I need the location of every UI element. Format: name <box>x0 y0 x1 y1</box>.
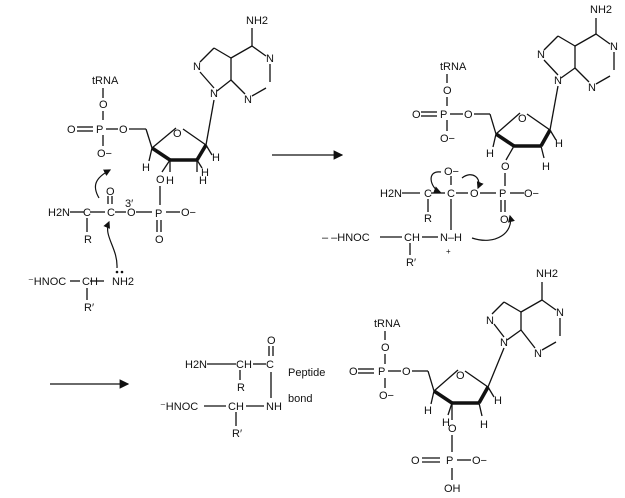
o-minus: O− <box>97 148 112 160</box>
svg-text:Peptide: Peptide <box>288 367 325 379</box>
svg-text:3′: 3′ <box>125 198 133 210</box>
svg-text:P: P <box>446 455 453 467</box>
svg-text:N: N <box>193 61 201 73</box>
svg-text:R′: R′ <box>84 302 94 314</box>
p-atom: P <box>96 124 103 136</box>
svg-text:NH2: NH2 <box>536 268 558 280</box>
panel-intermediate: tRNA O P O O O− O H H H N N <box>322 4 618 269</box>
panel-reactants: tRNA O P O O O− O H H H H H <box>28 15 274 314</box>
svg-text:H: H <box>480 419 488 431</box>
svg-text:O−: O− <box>181 207 196 219</box>
svg-text:O−: O− <box>444 166 459 178</box>
svg-text:R: R <box>424 213 432 225</box>
svg-text:⁻HNOC: ⁻HNOC <box>160 401 198 413</box>
svg-text:O−: O− <box>379 390 394 402</box>
svg-text:P: P <box>378 366 385 378</box>
svg-text:NH2: NH2 <box>246 15 268 27</box>
svg-text:O−: O− <box>524 188 539 200</box>
svg-text:O: O <box>106 186 115 198</box>
svg-text:R′: R′ <box>406 257 416 269</box>
svg-text:tRNA: tRNA <box>440 61 467 73</box>
svg-text:N–H: N–H <box>440 232 462 244</box>
svg-text:CH: CH <box>404 232 420 244</box>
svg-text:O: O <box>381 342 390 354</box>
o-atom: O <box>67 124 76 136</box>
svg-text:H: H <box>212 152 220 164</box>
svg-text:H2N: H2N <box>48 207 70 219</box>
svg-text:C: C <box>83 207 91 219</box>
svg-text:H2N: H2N <box>185 359 207 371</box>
trna-label: tRNA <box>92 75 119 87</box>
svg-text:C: C <box>266 359 274 371</box>
svg-text:O: O <box>267 335 276 347</box>
svg-text:R′: R′ <box>232 428 242 440</box>
svg-text:CH: CH <box>236 359 252 371</box>
svg-text:C: C <box>447 188 455 200</box>
o-atom: O <box>99 99 108 111</box>
svg-text:N: N <box>244 94 252 106</box>
svg-text:P: P <box>440 109 447 121</box>
svg-text:N: N <box>610 41 618 53</box>
o-atom: O <box>119 124 128 136</box>
svg-text:O: O <box>464 109 473 121</box>
svg-text:O: O <box>402 366 411 378</box>
svg-text:H: H <box>142 162 150 174</box>
svg-text:O: O <box>349 366 358 378</box>
svg-text:O: O <box>411 455 420 467</box>
svg-text:⁻HNOC: ⁻HNOC <box>28 276 66 288</box>
svg-text:R: R <box>237 382 245 394</box>
svg-text:OH: OH <box>444 483 461 495</box>
panel-products: H2N CH C O R NH CH ⁻HNOC R′ Peptide bond… <box>160 268 564 495</box>
svg-text:N: N <box>266 53 274 65</box>
svg-text:C: C <box>424 188 432 200</box>
svg-text:CH: CH <box>228 401 244 413</box>
svg-text:N: N <box>210 88 218 100</box>
svg-text:C: C <box>107 207 115 219</box>
svg-text:O: O <box>155 234 164 246</box>
svg-text:H2N: H2N <box>380 188 402 200</box>
svg-text:tRNA: tRNA <box>374 318 401 330</box>
svg-text:H: H <box>486 148 494 160</box>
svg-text:H: H <box>442 417 450 429</box>
svg-text:O: O <box>456 370 465 382</box>
svg-text:N: N <box>537 49 545 61</box>
svg-text:H: H <box>424 405 432 417</box>
svg-text:bond: bond <box>288 393 312 405</box>
svg-text:N: N <box>500 337 508 349</box>
svg-text:O: O <box>501 161 510 173</box>
svg-text:+: + <box>446 247 451 256</box>
svg-text:O: O <box>448 423 457 435</box>
svg-text:N: N <box>534 348 542 360</box>
svg-text:H: H <box>555 138 563 150</box>
svg-text:NH2: NH2 <box>112 276 134 288</box>
svg-text:O: O <box>127 207 136 219</box>
svg-text:N: N <box>556 307 564 319</box>
svg-text:O: O <box>470 188 479 200</box>
svg-text:P: P <box>155 208 162 220</box>
svg-text:O: O <box>500 214 509 226</box>
svg-text:P: P <box>499 188 506 200</box>
ring-o: O <box>173 128 182 140</box>
svg-text:O: O <box>443 85 452 97</box>
svg-text:N: N <box>554 75 562 87</box>
svg-text:H: H <box>201 167 209 179</box>
svg-text:O: O <box>156 174 165 186</box>
svg-text:O−: O− <box>472 455 487 467</box>
svg-text:NH: NH <box>266 401 282 413</box>
svg-text:– –HNOC: – –HNOC <box>322 232 370 244</box>
svg-text:H: H <box>166 175 174 187</box>
svg-text:R: R <box>84 234 92 246</box>
svg-text:CH: CH <box>82 276 98 288</box>
svg-text:N: N <box>486 315 494 327</box>
svg-text:NH2: NH2 <box>590 4 612 16</box>
svg-text:H: H <box>199 175 207 187</box>
svg-text:O: O <box>518 113 527 125</box>
svg-text:H: H <box>542 161 550 173</box>
svg-text:O−: O− <box>440 133 455 145</box>
svg-text:H: H <box>494 395 502 407</box>
svg-text:N: N <box>588 82 596 94</box>
svg-text:O: O <box>412 109 421 121</box>
